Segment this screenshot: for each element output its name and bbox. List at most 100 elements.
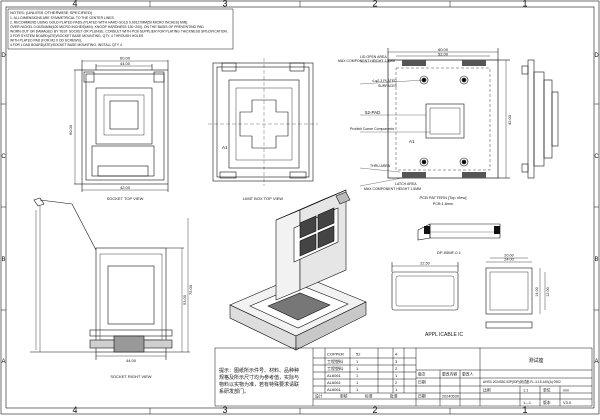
dp-connector-view <box>417 223 501 241</box>
notes-box <box>7 8 234 50</box>
notes-line: OVER NICKEL 0.00254MM(100 MICRO INCHES)M… <box>10 25 204 29</box>
dim-label: 24.00 <box>504 258 514 262</box>
tb-sheet: 1—1 <box>523 401 531 405</box>
dim-label: 44.00 <box>120 61 131 66</box>
col-label-top: 2 <box>372 0 377 9</box>
title-hint: 提示：图纸所示件号、材料、品种种 规格及所示尺寸均为参考值，实际与 物料以实物为… <box>219 367 300 395</box>
col-label-top: 1 <box>522 0 527 9</box>
tb-version: V3.0 <box>563 400 572 405</box>
socket-top-view <box>74 60 169 192</box>
bom-qty: 1 <box>356 373 359 378</box>
annotation-thru-area: THRU AREA <box>370 164 391 168</box>
limit-box-top-view <box>208 58 318 186</box>
bom-idx: 3 <box>395 359 398 364</box>
tb-date: 20240530 <box>442 395 459 399</box>
dim-label: 52.00 <box>438 52 449 57</box>
annotation-plated: 4-φ2.3 PLATED <box>372 79 397 83</box>
tb-cell: 日期 <box>418 380 426 385</box>
isometric-socket-view <box>229 189 367 351</box>
tb-cell: 更改人 <box>462 372 474 377</box>
tb-cell: 标准 <box>365 394 373 399</box>
bom-name: AL6061 <box>327 387 342 392</box>
col-label-bottom: 2 <box>372 405 377 415</box>
bom-idx: 1 <box>395 387 398 392</box>
row-label-right: A <box>594 359 598 365</box>
dim-label: 44.00 <box>126 358 137 363</box>
a1-marker: A1 <box>409 139 415 144</box>
col-label-top: 3 <box>222 0 227 9</box>
notes-line: 2. RECOMMEND USING GOLD PLATED PADS (PLA… <box>10 21 188 25</box>
dim-label: 60.00 <box>120 56 131 61</box>
tb-cell: 更改内容 <box>442 372 457 377</box>
bom-idx: 2 <box>395 366 398 371</box>
a1-marker: A1 <box>222 145 228 150</box>
row-label-left: D <box>1 53 6 59</box>
title-hint-data: 提示：图纸所示件号、材料、品种种规格及所示尺寸均为参考值，实际与物料以实物为准，… <box>219 398 273 401</box>
notes-line: 3.FOR SYSTEM BOARD(ATE)/SOCKET BASE MOUN… <box>10 34 144 38</box>
title-block <box>214 347 593 407</box>
notes-title: NOTES: (UNLESS OTHERWISE SPECIFIED) <box>10 10 93 15</box>
dim-label: 14.00 <box>535 287 539 297</box>
pcb-pattern-view <box>359 48 510 187</box>
tb-scale-label: 比例 <box>483 388 491 393</box>
dim-label: 12.00 <box>546 287 550 297</box>
tb-version-label: 版本 <box>543 400 551 405</box>
bom-name: 工程塑料 <box>327 358 343 364</box>
row-label-right: C <box>594 154 599 160</box>
col-label-bottom: 3 <box>222 405 227 415</box>
bom-idx: 1 <box>395 373 398 378</box>
bom-idx: 4 <box>395 352 398 357</box>
view-label-appl-ic: APPL ICABLE IC <box>425 332 464 338</box>
tb-date-label: 日期 <box>418 394 426 399</box>
dim-label: 42.00 <box>507 114 512 125</box>
col-label-bottom: 4 <box>72 405 77 415</box>
col-label-bottom: 1 <box>522 405 527 415</box>
applicable-ic-view <box>391 257 546 329</box>
annotation-latch-area: LATCH AREA <box>395 182 417 186</box>
bom-name: AL6061 <box>327 373 342 378</box>
tb-company: 测试座 <box>528 357 543 364</box>
col-label-top: 4 <box>72 0 77 9</box>
dim-label: 53.00 <box>182 294 187 305</box>
notes-line: 4.FOR LOAD BOARD(ATE)/SOCKET BASE MOUNTI… <box>10 43 123 47</box>
row-label-left: B <box>1 257 5 263</box>
annotation-lid-area: LID OPEN AREA <box>360 55 387 59</box>
dim-label: 42.00 <box>120 185 131 190</box>
bom-qty: 1 <box>356 366 359 371</box>
annotation-pad: 52-PAD <box>365 110 381 115</box>
socket-right-view <box>30 197 190 360</box>
bom-name: 工程塑料 <box>327 365 343 371</box>
tb-scale: 1:1 <box>523 389 528 393</box>
view-label-limit-box: LIMIT BOX TOP VIEW <box>243 196 283 201</box>
annotation-max-height: MAX COMPONENT HEIGHT 1.5MM <box>338 59 395 63</box>
row-label-left: A <box>1 359 5 365</box>
tb-cell: 批准 <box>390 394 398 399</box>
notes-line: WORN OUT OR DAMAGED BY TEST SOCKET OR PL… <box>10 30 228 34</box>
annotation-surfaces: SURFACES <box>378 84 398 88</box>
bom-qty: 1 <box>356 380 359 385</box>
dim-label: 60.00 <box>438 47 449 52</box>
bom-qty: 52 <box>356 352 361 357</box>
notes-line: 1. ALL DIMENSIONS ARE SYMMETRICAL TO THE… <box>10 16 115 20</box>
notes-line: WITH PLATED PAD (FOR M2.0 OD SCREWS). <box>10 39 82 43</box>
dp-label: DP-05MF-0.1 <box>437 250 462 255</box>
row-label-right: D <box>594 53 599 59</box>
bom-qty: 1 <box>356 387 359 392</box>
dim-label: 22.50 <box>420 262 430 266</box>
tb-unit: mm <box>563 389 569 393</box>
bom-idx: 2 <box>395 380 398 385</box>
view-label-pcb: PCB PATTERN [Top View] <box>420 195 467 200</box>
dim-label: 20.00 <box>504 254 514 258</box>
bom-qty: 1 <box>356 359 359 364</box>
tb-cell: 审核 <box>340 394 348 399</box>
tb-unit-label: 单位 <box>543 388 551 393</box>
view-label-socket-top: SOCKET TOP VIEW <box>107 196 144 201</box>
row-label-right: B <box>594 257 598 263</box>
tb-cell: 版次 <box>418 372 426 377</box>
pcb-side-view <box>521 59 559 179</box>
annotation-prohibit: Prohibit Comm Components <box>350 127 394 131</box>
dim-label: 60.00 <box>68 124 73 135</box>
